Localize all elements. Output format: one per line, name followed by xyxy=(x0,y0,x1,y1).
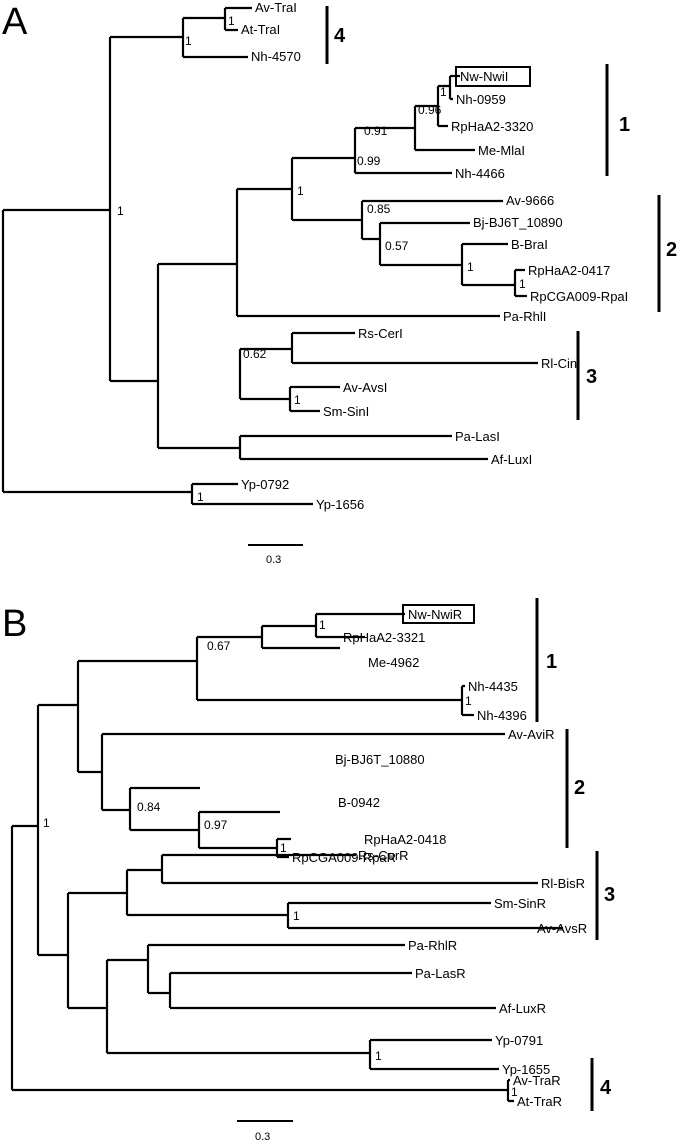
leaf-label: Rs-CerI xyxy=(358,326,403,341)
leaf-label: Bj-BJ6T_10890 xyxy=(473,215,563,230)
bootstrap-value: 1 xyxy=(43,816,50,830)
bootstrap-value: 1 xyxy=(297,184,304,198)
leaf-label: Me-4962 xyxy=(368,655,419,670)
panel-b-branches xyxy=(10,612,563,1103)
scale-label: 0.3 xyxy=(255,1131,270,1143)
leaf-label: Me-MlaI xyxy=(478,143,525,158)
leaf-label: Pa-RhlI xyxy=(503,309,546,324)
panel-a-clade-markers: 4 1 2 3 xyxy=(325,6,677,420)
leaf-label: B-BraI xyxy=(511,237,548,252)
bootstrap-value: 0.85 xyxy=(367,202,391,216)
bootstrap-value: 1 xyxy=(294,393,301,407)
leaf-label: Rl-CinI xyxy=(541,356,581,371)
leaf-label: Nw-NwiR xyxy=(408,607,462,622)
leaf-label: RpCGA009-RpaI xyxy=(530,289,628,304)
leaf-label: RpCGA009-RpaR xyxy=(292,850,396,865)
leaf-label: RpHaA2-3320 xyxy=(451,119,533,134)
leaf-label: Nh-4570 xyxy=(251,49,301,64)
leaf-label: Yp-0792 xyxy=(241,477,289,492)
leaf-label: Av-AvsR xyxy=(537,921,587,936)
bootstrap-value: 0.96 xyxy=(418,103,442,117)
bootstrap-value: 1 xyxy=(280,841,287,855)
leaf-label: Pa-RhlR xyxy=(408,938,457,953)
panel-a-bootstrap-values: 1 1 1 1 0.96 0.91 0.99 1 0.85 0.57 1 1 0… xyxy=(117,14,526,504)
leaf-label: At-TraR xyxy=(517,1094,562,1109)
clade-number: 1 xyxy=(546,651,557,673)
panel-b-clade-markers: 1 2 3 4 xyxy=(535,598,615,1111)
panel-b-highlight-box xyxy=(402,604,475,624)
scale-label: 0.3 xyxy=(266,554,281,566)
bootstrap-value: 1 xyxy=(465,694,472,708)
panel-a: A xyxy=(1,0,677,566)
leaf-label: RpHaA2-0417 xyxy=(528,263,610,278)
bootstrap-value: 1 xyxy=(519,277,526,291)
leaf-label: RpHaA2-0418 xyxy=(364,832,446,847)
bootstrap-value: 1 xyxy=(319,618,326,632)
bootstrap-value: 1 xyxy=(467,260,474,274)
bootstrap-value: 0.57 xyxy=(385,239,409,253)
leaf-label: Sm-SinR xyxy=(494,896,546,911)
leaf-label: Rs-CerR xyxy=(358,848,409,863)
panel-b: B xyxy=(2,598,615,1143)
bootstrap-value: 0.67 xyxy=(207,639,231,653)
clade-number: 1 xyxy=(619,114,630,136)
leaf-label: Av-TraI xyxy=(255,0,297,15)
leaf-label: Av-9666 xyxy=(506,193,554,208)
clade-number: 2 xyxy=(666,239,677,261)
leaf-label: Nh-4466 xyxy=(455,166,505,181)
leaf-label: Yp-0791 xyxy=(495,1033,543,1048)
panel-a-letter: A xyxy=(2,1,28,43)
bootstrap-value: 1 xyxy=(228,14,235,28)
leaf-label: At-TraI xyxy=(241,22,280,37)
clade-number: 4 xyxy=(600,1077,612,1099)
panel-b-letter: B xyxy=(2,603,27,645)
bootstrap-value: 1 xyxy=(185,34,192,48)
leaf-label: RpHaA2-3321 xyxy=(343,630,425,645)
leaf-label: Sm-SinI xyxy=(323,404,369,419)
clade-number: 4 xyxy=(334,25,346,47)
bootstrap-value: 0.91 xyxy=(364,124,388,138)
bootstrap-value: 1 xyxy=(375,1049,382,1063)
leaf-label: Nh-0959 xyxy=(456,92,506,107)
panel-b-leaf-labels: Nw-NwiR RpHaA2-3321 Me-4962 Nh-4435 Nh-4… xyxy=(292,607,587,1109)
bootstrap-value: 0.62 xyxy=(243,347,267,361)
panel-a-scale-bar: 0.3 xyxy=(248,544,303,566)
leaf-label: Af-LuxR xyxy=(499,1001,546,1016)
bootstrap-value: 1 xyxy=(197,490,204,504)
clade-number: 3 xyxy=(604,884,615,906)
clade-number: 2 xyxy=(574,777,585,799)
leaf-label: Nh-4435 xyxy=(468,679,518,694)
bootstrap-value: 1 xyxy=(293,909,300,923)
leaf-label: Av-AvsI xyxy=(343,380,387,395)
clade-number: 3 xyxy=(586,366,597,388)
leaf-label: Bj-BJ6T_10880 xyxy=(335,752,425,767)
bootstrap-value: 1 xyxy=(440,85,447,99)
panel-a-branches xyxy=(1,6,538,506)
bootstrap-value: 1 xyxy=(511,1085,518,1099)
leaf-label: Pa-LasI xyxy=(455,429,500,444)
leaf-label: Av-TraR xyxy=(513,1073,561,1088)
bootstrap-value: 0.84 xyxy=(137,800,161,814)
leaf-label: Nw-NwiI xyxy=(460,69,508,84)
bootstrap-value: 1 xyxy=(117,204,124,218)
leaf-label: Yp-1655 xyxy=(502,1062,550,1077)
panel-a-highlight-box xyxy=(455,66,531,87)
leaf-label: Nh-4396 xyxy=(477,708,527,723)
bootstrap-value: 0.99 xyxy=(357,154,381,168)
leaf-label: Pa-LasR xyxy=(415,966,466,981)
leaf-label: Yp-1656 xyxy=(316,497,364,512)
panel-b-bootstrap-values: 1 0.67 1 0.84 0.97 1 1 1 1 1 xyxy=(43,618,518,1099)
leaf-label: Rl-BisR xyxy=(541,876,585,891)
panel-b-scale-bar: 0.3 xyxy=(237,1120,293,1143)
leaf-label: Av-AviR xyxy=(508,727,554,742)
leaf-label: Af-LuxI xyxy=(491,452,532,467)
panel-a-leaf-labels: Av-TraI At-TraI Nh-4570 Nw-NwiI Nh-0959 … xyxy=(241,0,628,512)
leaf-label: B-0942 xyxy=(338,795,380,810)
bootstrap-value: 0.97 xyxy=(204,818,228,832)
